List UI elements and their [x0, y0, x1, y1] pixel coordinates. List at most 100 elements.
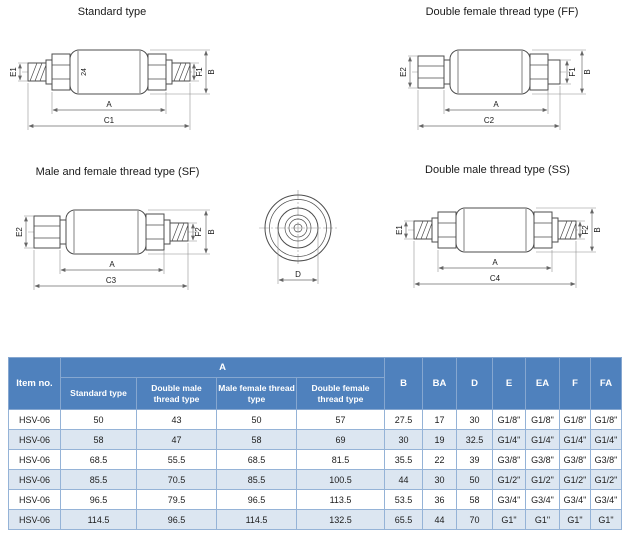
col-header-e: E [492, 357, 526, 410]
table-cell: 44 [422, 509, 457, 530]
table-cell: G1" [590, 509, 622, 530]
table-cell: 70 [456, 509, 493, 530]
table-cell: 69 [296, 429, 385, 450]
table-cell: 58 [456, 489, 493, 510]
table-cell: 81.5 [296, 449, 385, 470]
item-no-cell: HSV-06 [8, 449, 61, 470]
table-cell: 96.5 [136, 509, 217, 530]
table-cell: 58 [216, 429, 297, 450]
item-no-cell: HSV-06 [8, 509, 61, 530]
table-cell: 47 [136, 429, 217, 450]
double-female-drawing: E2 F1 B A C2 [399, 49, 592, 130]
dim-label-e2: E2 [399, 67, 408, 77]
col-header-ea: EA [525, 357, 560, 410]
table-cell: 79.5 [136, 489, 217, 510]
table-cell: G1/8" [525, 409, 560, 430]
spec-table: Item no. A B BA D E EA F FA Standard typ… [8, 357, 622, 530]
table-cell: 65.5 [384, 509, 423, 530]
valve-body [33, 209, 188, 255]
figure-title: Double female thread type (FF) [425, 6, 579, 18]
table-cell: 27.5 [384, 409, 423, 430]
dim-label-a: A [493, 100, 499, 109]
table-cell: 19 [422, 429, 457, 450]
male-female-figure: Male and female thread type (SF) E2 [10, 166, 225, 296]
table-cell: G1/4" [525, 429, 560, 450]
dim-label-c1: C1 [104, 116, 115, 125]
col-header-fa: FA [590, 357, 622, 410]
dim-label-f2: F2 [581, 225, 590, 235]
table-cell: G1" [559, 509, 591, 530]
table-cell: 50 [216, 409, 297, 430]
col-header-a-group: A [60, 357, 385, 378]
table-cell: 114.5 [60, 509, 137, 530]
table-cell: 96.5 [60, 489, 137, 510]
table-cell: 30 [384, 429, 423, 450]
table-cell: 132.5 [296, 509, 385, 530]
table-cell: 36 [422, 489, 457, 510]
table-cell: G3/8" [525, 449, 560, 470]
col-header-d: D [456, 357, 493, 410]
table-cell: 35.5 [384, 449, 423, 470]
table-cell: 30 [456, 409, 493, 430]
dimension-lines: E2 F1 B A C2 [399, 49, 592, 130]
table-row: HSV-06 114.5 96.5 114.5 132.5 65.5 44 70… [8, 509, 622, 530]
table-cell: G1/4" [559, 429, 591, 450]
table-cell: G1/2" [492, 469, 526, 490]
table-cell: G1/4" [590, 429, 622, 450]
table-cell: G1/8" [559, 409, 591, 430]
col-header-f: F [559, 357, 591, 410]
dim-label-c4: C4 [489, 274, 500, 283]
table-row: HSV-06 85.5 70.5 85.5 100.5 44 30 50 G1/… [8, 469, 622, 490]
item-no-cell: HSV-06 [8, 409, 61, 430]
table-cell: G1/8" [492, 409, 526, 430]
table-cell: 85.5 [216, 469, 297, 490]
figure-title: Double male thread type (SS) [425, 164, 570, 176]
table-row: HSV-06 96.5 79.5 96.5 113.5 53.5 36 58 G… [8, 489, 622, 510]
table-cell: G1/2" [559, 469, 591, 490]
table-cell: G1/8" [590, 409, 622, 430]
table-cell: 50 [456, 469, 493, 490]
table-cell: 30 [422, 469, 457, 490]
table-cell: 85.5 [60, 469, 137, 490]
table-cell: 57 [296, 409, 385, 430]
male-female-drawing: E2 F2 B A C3 [15, 209, 216, 290]
col-header-item-no: Item no. [8, 357, 61, 410]
dim-label-a: A [106, 100, 112, 109]
table-cell: G3/4" [559, 489, 591, 510]
standard-type-figure: Standard type E1 24 [8, 6, 216, 136]
table-cell: G1/2" [525, 469, 560, 490]
dim-label-b: B [593, 227, 602, 232]
dim-label-24: 24 [81, 68, 88, 76]
table-cell: G1/4" [492, 429, 526, 450]
table-cell: 53.5 [384, 489, 423, 510]
front-view-figure: D [253, 186, 343, 298]
col-header-double-female-type: Double female thread type [296, 377, 385, 410]
table-cell: G3/8" [590, 449, 622, 470]
dim-label-b: B [207, 229, 216, 234]
item-no-cell: HSV-06 [8, 469, 61, 490]
table-cell: G3/8" [492, 449, 526, 470]
dim-label-f1: F1 [195, 67, 204, 77]
dim-label-f2: F2 [194, 227, 203, 237]
col-header-b: B [384, 357, 423, 410]
table-cell: 32.5 [456, 429, 493, 450]
dim-label-d: D [295, 270, 301, 279]
table-row: HSV-06 68.5 55.5 68.5 81.5 35.5 22 39 G3… [8, 449, 622, 470]
table-cell: 68.5 [60, 449, 137, 470]
table-cell: 96.5 [216, 489, 297, 510]
table-cell: 39 [456, 449, 493, 470]
table-cell: 55.5 [136, 449, 217, 470]
col-header-ba: BA [422, 357, 457, 410]
dim-label-e1: E1 [9, 67, 18, 77]
col-header-male-female-type: Male female thread type [216, 377, 297, 410]
table-cell: 114.5 [216, 509, 297, 530]
spec-table-section: Item no. A B BA D E EA F FA Standard typ… [8, 357, 622, 530]
dim-label-b: B [207, 69, 216, 74]
valve-body [413, 207, 576, 253]
dim-label-a: A [109, 260, 115, 269]
dim-label-a: A [492, 258, 498, 267]
table-cell: G3/8" [559, 449, 591, 470]
dim-label-f1: F1 [568, 67, 577, 77]
front-view-drawing: D [259, 190, 337, 284]
dimension-lines: E2 F2 B A C3 [15, 209, 216, 290]
